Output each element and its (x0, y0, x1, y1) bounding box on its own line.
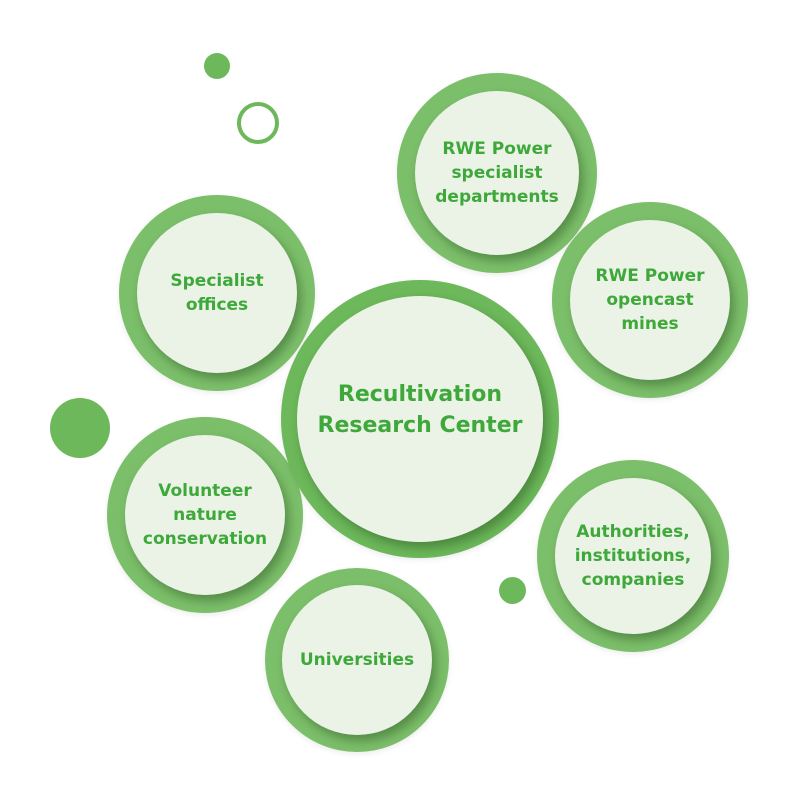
center-label: Recultivation Research Center (317, 382, 523, 438)
decorative-dot (204, 53, 230, 79)
node-rwe-specialist-departments: RWE Power specialist departments (397, 73, 597, 273)
decorative-ring (237, 102, 279, 144)
node-label: Authorities, institutions, companies (574, 522, 692, 590)
node-universities: Universities (265, 568, 449, 752)
center-node: Recultivation Research Center (281, 280, 559, 558)
node-label: Volunteer nature conservation (142, 481, 268, 549)
node-label: Specialist offices (170, 271, 264, 315)
node-authorities-institutions-companies: Authorities, institutions, companies (537, 460, 729, 652)
node-specialist-offices: Specialist offices (119, 195, 315, 391)
decorative-dot (50, 398, 110, 458)
node-label: Universities (299, 650, 415, 670)
node-label: RWE Power specialist departments (435, 139, 559, 207)
node-label: RWE Power opencast mines (595, 266, 705, 334)
decorative-dot (499, 577, 526, 604)
node-rwe-opencast-mines: RWE Power opencast mines (552, 202, 748, 398)
node-volunteer-nature-conservation: Volunteer nature conservation (107, 417, 303, 613)
